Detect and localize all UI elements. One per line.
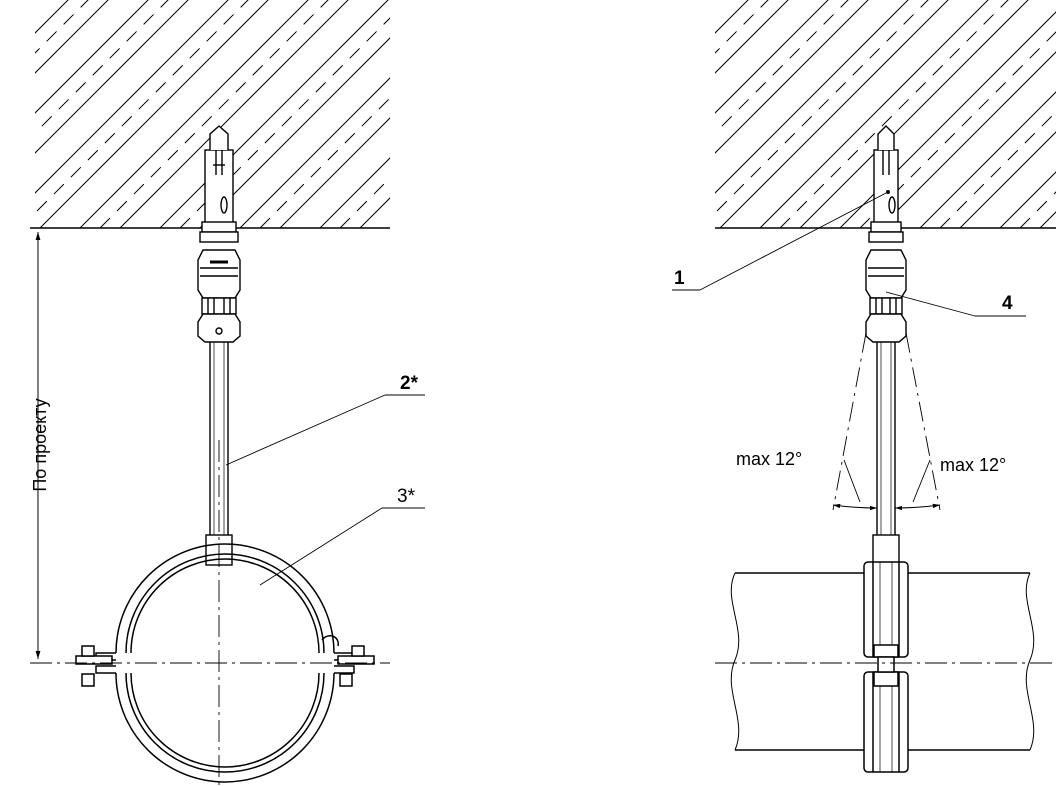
threaded-rod-right [872, 342, 900, 566]
callout-2: 2* [400, 373, 419, 394]
swing-limits [832, 332, 941, 511]
callout-1: 1 [674, 268, 685, 289]
pipe-clamp-right [863, 561, 909, 773]
angle-label-left: max 12° [736, 449, 802, 469]
ceiling-hatch-right [715, 0, 1056, 228]
callout-2-group: 2* [225, 373, 425, 466]
pipe-clamp-left [75, 543, 375, 783]
anchor-left [199, 125, 239, 243]
angle-label-right: max 12° [940, 455, 1006, 475]
anchor-right [868, 125, 904, 243]
coupling-left [197, 249, 241, 343]
callout-1-group: 1 [672, 190, 890, 291]
ceiling-hatch-left [35, 0, 390, 228]
right-view: max 12° max 12° 1 [672, 0, 1056, 773]
callout-4-group: 4 [885, 291, 1026, 317]
coupling-right [865, 249, 907, 343]
dimension-label: По проекту [30, 398, 50, 491]
dimension-height: По проекту [30, 232, 50, 659]
callout-4: 4 [1002, 293, 1013, 314]
callout-3-group: 3* [259, 486, 425, 586]
left-view: По проекту 2* 3* [30, 0, 425, 786]
callout-3: 3* [397, 486, 416, 507]
